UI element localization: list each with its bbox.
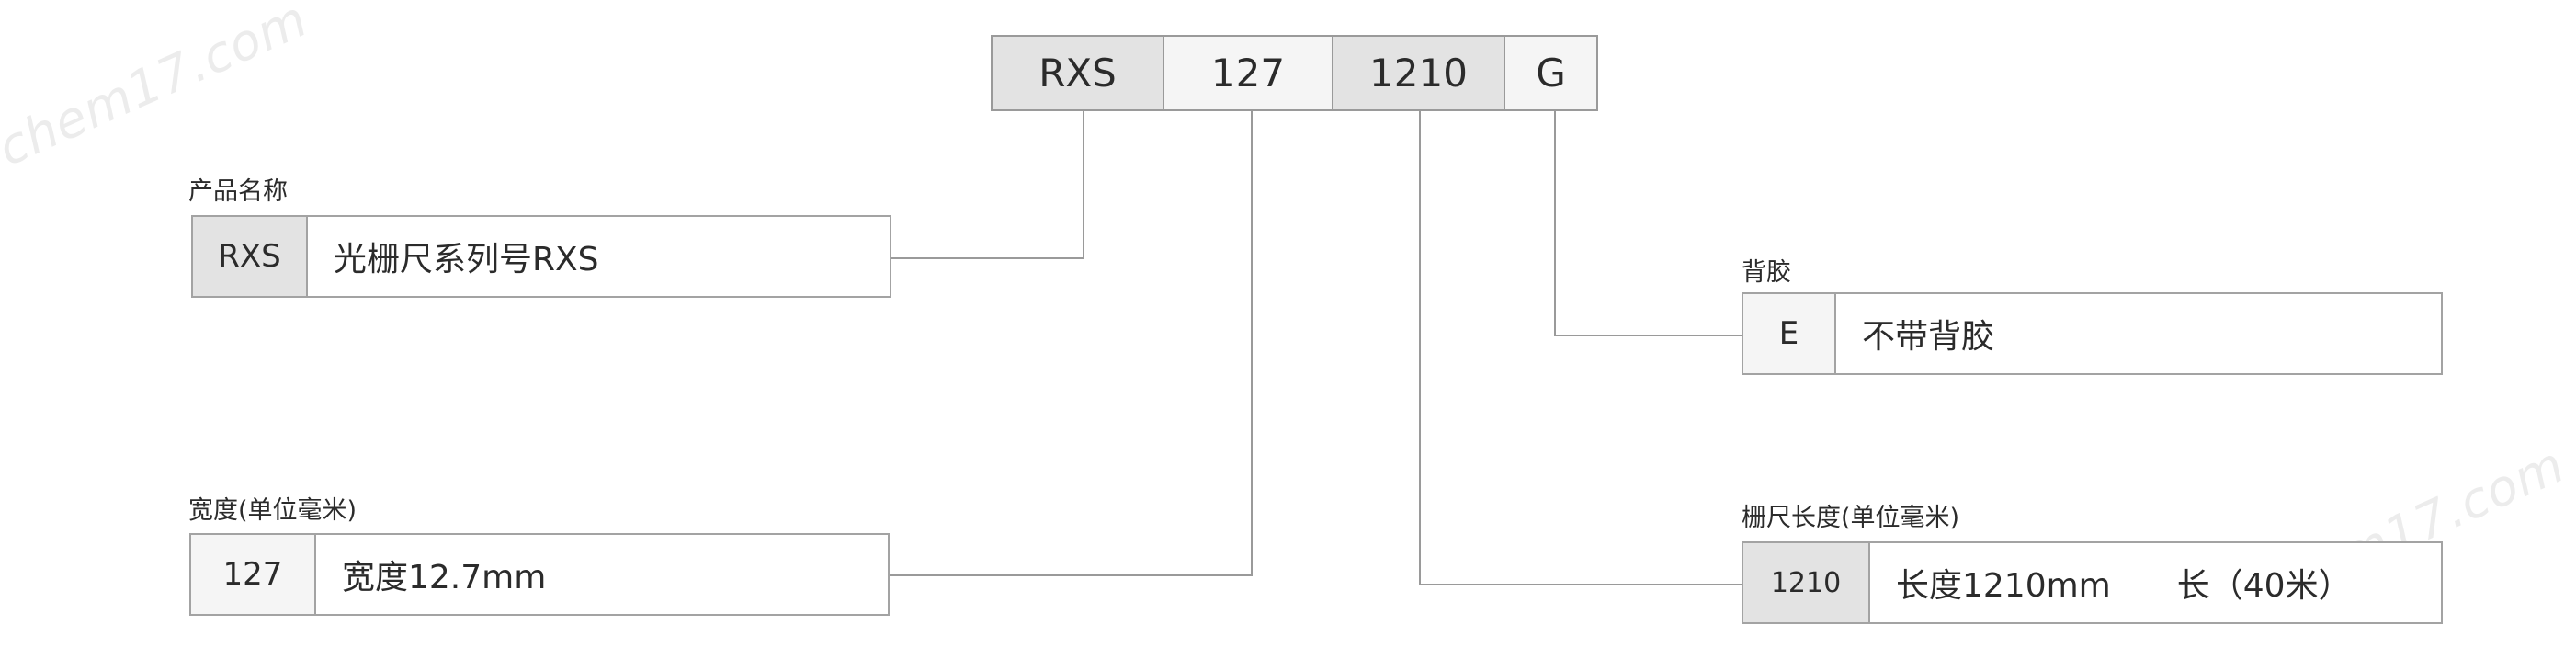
width-label: 宽度(单位毫米)	[188, 496, 357, 525]
scale-length-description: 长度1210mm	[1896, 567, 2111, 605]
connector-scale-length	[1419, 111, 1742, 585]
code-segment-series: RXS	[991, 35, 1164, 111]
scale-length-code: 1210	[1743, 543, 1870, 622]
scale-length-label: 栅尺长度(单位毫米)	[1742, 504, 1960, 532]
code-segment-adhesive: G	[1504, 35, 1598, 111]
scale-length-description-group: 长度1210mm 长（40米）	[1870, 543, 2352, 622]
product-name-label: 产品名称	[188, 177, 288, 206]
product-name-box: RXS 光栅尺系列号RXS	[191, 215, 891, 298]
adhesive-label: 背胶	[1742, 258, 1791, 287]
connector-width	[890, 111, 1253, 576]
adhesive-box: E 不带背胶	[1742, 292, 2443, 375]
watermark: chem17.com	[0, 0, 316, 177]
adhesive-code: E	[1743, 294, 1836, 373]
width-description: 宽度12.7mm	[342, 559, 547, 597]
scale-length-note: 长（40米）	[2176, 567, 2352, 605]
adhesive-description: 不带背胶	[1862, 318, 1995, 356]
connector-adhesive	[1554, 111, 1742, 336]
product-name-code: RXS	[193, 217, 308, 296]
code-segment-length: 1210	[1332, 35, 1505, 111]
width-box: 127 宽度12.7mm	[189, 533, 890, 616]
code-segment-width: 127	[1163, 35, 1333, 111]
product-name-description: 光栅尺系列号RXS	[334, 241, 599, 278]
width-code: 127	[191, 535, 316, 614]
connector-product-name	[891, 111, 1084, 259]
scale-length-box: 1210 长度1210mm 长（40米）	[1742, 541, 2443, 624]
